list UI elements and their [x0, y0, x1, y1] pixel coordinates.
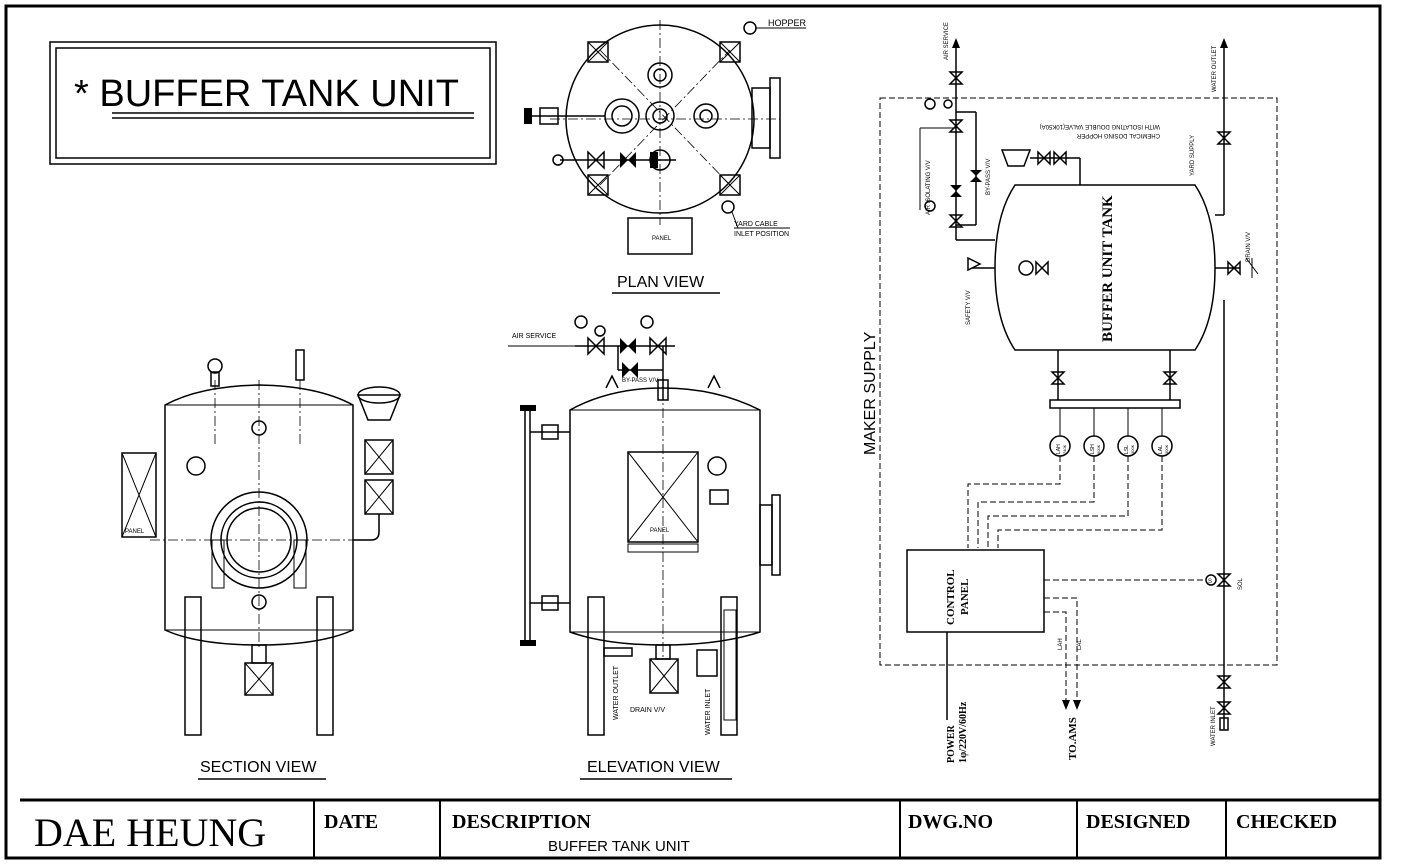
sch-yard-supply-label: YARD SUPPLY: [1190, 135, 1196, 176]
elev-drain-label: DRAIN V/V: [630, 707, 665, 714]
elevation-view: PANEL AIR SERVICE BY-PASS V/V: [508, 315, 781, 780]
sensor-lsl: LSL: [1124, 445, 1130, 454]
power-label-2: 1φ/220V/60Hz: [958, 701, 969, 763]
sch-lah-label: LAH: [1058, 638, 1064, 650]
plan-view-label: PLAN VIEW: [617, 274, 705, 291]
dwg-no-header: DWG.NO: [908, 811, 993, 833]
tank-label: BUFFER UNIT TANK: [1100, 195, 1116, 342]
sensor-lsh: LSH: [1090, 444, 1096, 454]
power-label-1: POWER: [946, 724, 957, 763]
sch-hopper-label-2: WITH ISOLATING DOUBLE VALVE(10K50A): [1040, 123, 1160, 129]
sch-lal-label: LAL: [1077, 639, 1083, 650]
control-panel-label-1: CONTROL: [945, 569, 957, 625]
section-view: PANEL SECTION VIEW: [121, 349, 402, 780]
control-panel-box: [906, 549, 1045, 633]
sch-drain-label: DRAIN V/V: [1246, 232, 1252, 262]
sensor-code-3: 300K: [1130, 444, 1135, 454]
plan-view: HOPPER YARD CABLE INLET POSITION PANEL P…: [524, 18, 807, 294]
plan-panel-label: PANEL: [652, 236, 672, 242]
description-value: BUFFER TANK UNIT: [548, 838, 690, 855]
elevation-view-label: ELEVATION VIEW: [587, 759, 721, 776]
plan-inlet-position-label: INLET POSITION: [734, 231, 789, 238]
title-box: * BUFFER TANK UNIT: [49, 41, 497, 165]
plan-hopper-label: HOPPER: [768, 18, 807, 28]
sch-safety-label: SAFETY V/V: [966, 290, 972, 325]
sch-hopper-label-1: CHEMICAL DOSING HOPPER: [1076, 132, 1160, 138]
elevation-panel-label: PANEL: [650, 528, 670, 534]
description-header: DESCRIPTION: [452, 811, 591, 833]
title-block: DAE HEUNG DATE DESCRIPTION BUFFER TANK U…: [20, 798, 1380, 858]
control-panel-label-2: PANEL: [959, 579, 971, 615]
to-ams-label: TO.AMS: [1067, 717, 1079, 760]
drawing-title: * BUFFER TANK UNIT: [74, 73, 459, 115]
maker-supply-label: MAKER SUPPLY: [862, 331, 879, 455]
elev-air-service-label: AIR SERVICE: [512, 333, 557, 340]
elev-water-inlet-label: WATER INLET: [705, 688, 712, 735]
date-header: DATE: [324, 811, 378, 833]
sheet-border: [4, 4, 1382, 860]
sch-water-inlet-label: WATER INLET: [1211, 706, 1217, 746]
checked-header: CHECKED: [1236, 811, 1337, 833]
sensor-code-1: 740K: [1062, 444, 1067, 454]
sensor-code-4: 300K: [1164, 444, 1169, 454]
designed-header: DESIGNED: [1086, 811, 1190, 833]
section-panel-label: PANEL: [125, 529, 145, 535]
sch-s-label: S: [1208, 579, 1212, 585]
piping-schematic: MAKER SUPPLY BUFFER UNIT TANK AIR SERVIC…: [862, 22, 1278, 763]
section-view-label: SECTION VIEW: [200, 759, 317, 776]
sensor-lal: LAL: [1158, 445, 1164, 454]
level-sensors: LAH LSH LSL LAL 740K 600K 300K 300K: [967, 408, 1173, 548]
sch-air-service-label: AIR SERVICE: [944, 22, 950, 60]
sensor-code-2: 600K: [1096, 444, 1101, 454]
plan-yard-cable-label: YARD CABLE: [734, 221, 778, 228]
sch-sol-label: SOL: [1238, 577, 1244, 590]
company-name: DAE HEUNG: [34, 810, 266, 855]
elev-bypass-label: BY-PASS V/V: [622, 378, 658, 384]
elev-water-outlet-label: WATER OUTLET: [613, 665, 620, 720]
sch-water-outlet-label: WATER OUTLET: [1212, 45, 1218, 92]
sch-bypass-label: BY-PASS V/V: [986, 159, 992, 195]
sensor-lah: LAH: [1056, 444, 1062, 454]
sch-air-isolating-label: AIR ISOLATING V/V: [926, 160, 932, 215]
